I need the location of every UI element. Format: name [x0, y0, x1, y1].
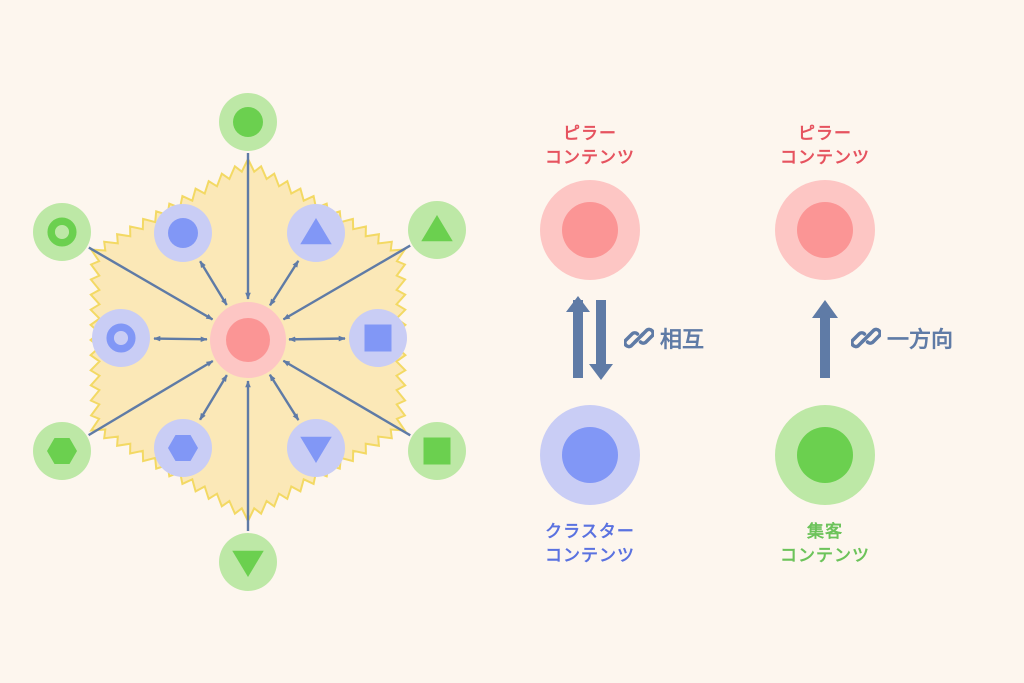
pillar-node-inner [226, 318, 270, 362]
two-way-arrow [198, 374, 228, 421]
one-way-arrow [282, 359, 411, 437]
oneway-arrow [812, 300, 838, 378]
attract-node-triangle [408, 201, 466, 259]
pillar-label-line1: ピラー [798, 124, 852, 144]
pillar-label-line2: コンテンツ [545, 148, 635, 168]
node-core [797, 202, 853, 258]
two-way-arrow [288, 335, 346, 343]
cluster-node-hexagon [154, 419, 212, 477]
cluster-node-circle [154, 204, 212, 262]
attract-label: 集客 コンテンツ [755, 520, 895, 568]
link-arrows [88, 153, 411, 531]
link-icon [851, 327, 881, 349]
square-icon [423, 437, 451, 465]
hexagon-icon [168, 435, 198, 461]
one-way-arrow [88, 246, 214, 321]
nodes [33, 93, 466, 591]
pillar-label-oneway: ピラー コンテンツ [755, 122, 895, 170]
attract-node-triangle-down [219, 533, 277, 591]
cluster-node-large [540, 405, 640, 505]
pillar-label-mutual: ピラー コンテンツ [520, 122, 660, 170]
two-way-arrow [268, 260, 300, 307]
node-core [562, 202, 618, 258]
circle-icon [233, 107, 263, 137]
node-halo [33, 203, 91, 261]
attract-label-line1: 集客 [807, 522, 843, 542]
circle-icon [168, 218, 198, 248]
ring-icon [47, 217, 77, 247]
pillar-node-oneway [775, 180, 875, 280]
one-way-arrow [282, 244, 411, 321]
hexagon-icon [47, 438, 77, 464]
oneway-link-text: 一方向 [887, 328, 954, 353]
mutual-link-label: 相互 [624, 322, 704, 354]
one-way-arrow [88, 359, 214, 437]
cluster-label-line1: クラスター [545, 522, 635, 542]
mutual-arrows [566, 296, 613, 380]
ring-icon [106, 323, 136, 353]
cluster-node-ring [92, 309, 150, 367]
two-way-arrow [199, 260, 228, 306]
node-core [562, 427, 618, 483]
pillar-node-mutual [540, 180, 640, 280]
node-halo [92, 309, 150, 367]
pillar-label-line1: ピラー [563, 124, 617, 144]
oneway-link-label: 一方向 [851, 322, 953, 354]
link-icon [624, 327, 654, 349]
attract-node-circle [219, 93, 277, 151]
triangle-icon [300, 218, 332, 245]
mutual-link-text: 相互 [660, 328, 705, 353]
cluster-label: クラスター コンテンツ [520, 520, 660, 568]
attract-node-hexagon [33, 422, 91, 480]
attract-node-ring [33, 203, 91, 261]
cluster-node-triangle [287, 204, 345, 262]
triangle-down-icon [232, 550, 264, 577]
pillar-label-line2: コンテンツ [780, 148, 870, 168]
two-way-arrow [153, 335, 208, 343]
triangle-down-icon [300, 436, 332, 463]
triangle-icon [421, 215, 453, 242]
node-core [797, 427, 853, 483]
attract-label-line2: コンテンツ [780, 546, 870, 566]
cluster-node-square [349, 309, 407, 367]
cluster-node-triangle-down [287, 419, 345, 477]
attract-node-square [408, 422, 466, 480]
square-icon [364, 324, 392, 352]
cluster-label-line2: コンテンツ [545, 546, 635, 566]
attract-node-large [775, 405, 875, 505]
two-way-arrow [268, 374, 300, 421]
